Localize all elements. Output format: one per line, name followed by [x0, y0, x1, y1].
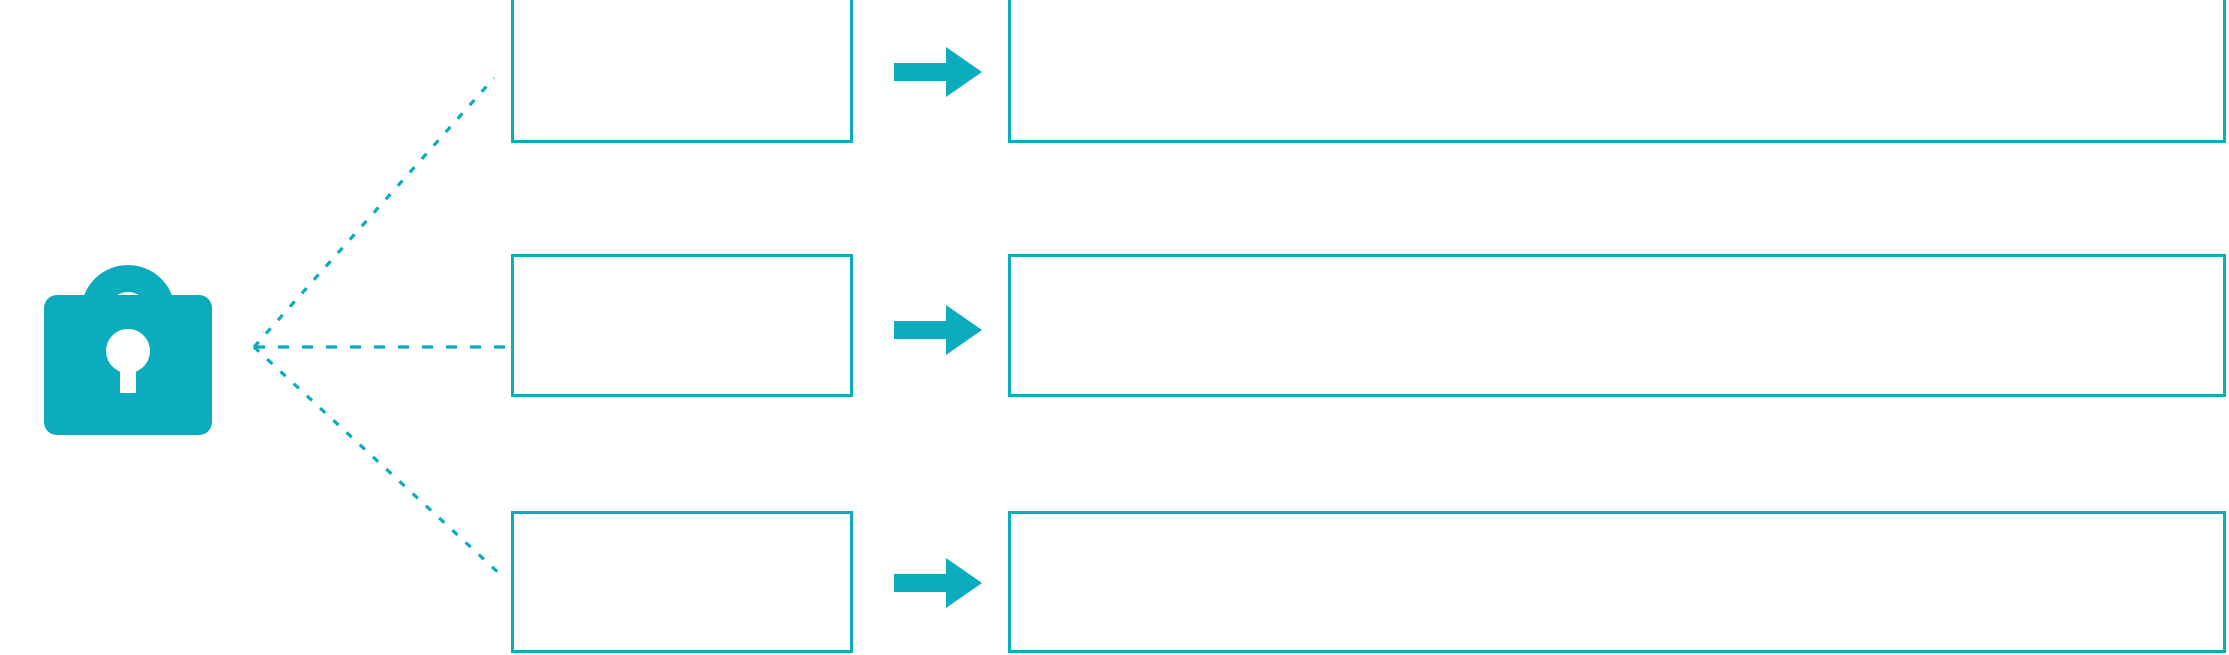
arrow-right-icon-row-1: [894, 44, 982, 100]
padlock-icon: [30, 205, 226, 445]
left-box-row-3[interactable]: [511, 511, 853, 653]
right-box-row-3[interactable]: [1008, 511, 2226, 653]
right-box-row-2[interactable]: [1008, 254, 2226, 397]
arrow-right-icon-row-3: [894, 555, 982, 611]
connector-line-row1: [252, 76, 496, 349]
right-box-row-1[interactable]: [1008, 0, 2226, 143]
right-box-row-1-label: [1011, 0, 2223, 140]
connector-line-row3: [252, 345, 504, 578]
left-box-row-1-label: [514, 0, 850, 140]
left-box-row-1[interactable]: [511, 0, 853, 143]
left-box-row-2-label: [514, 257, 850, 394]
padlock-keyhole-stem: [120, 351, 136, 393]
right-box-row-3-label: [1011, 514, 2223, 650]
left-box-row-2[interactable]: [511, 254, 853, 397]
arrow-right-icon-row-2: [894, 302, 982, 358]
left-box-row-3-label: [514, 514, 850, 650]
right-box-row-2-label: [1011, 257, 2223, 394]
